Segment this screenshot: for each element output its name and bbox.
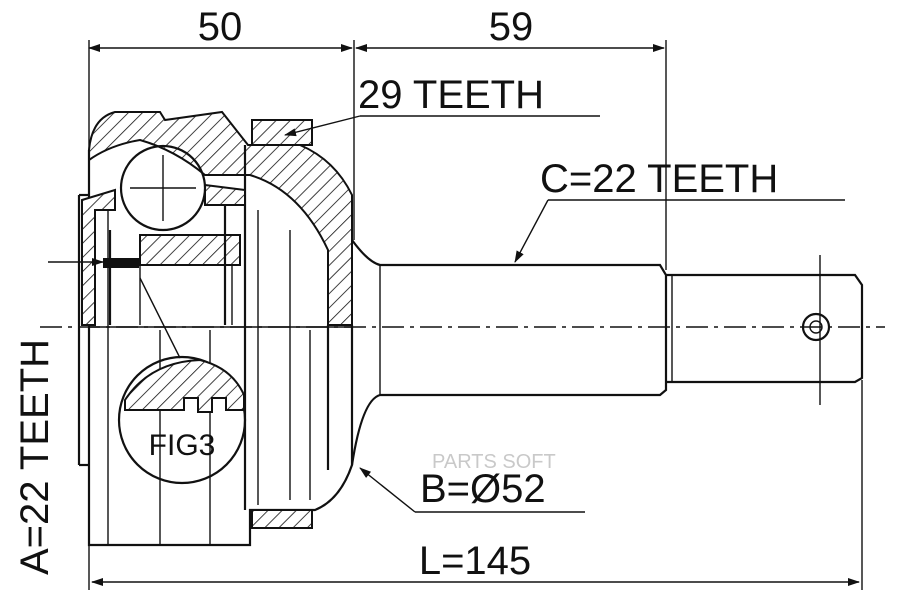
label-a-teeth: A=22 TEETH <box>13 258 104 575</box>
teeth-29-label: 29 TEETH <box>358 73 544 117</box>
spline-marker <box>103 258 139 268</box>
label-c-teeth: C=22 TEETH <box>514 157 845 263</box>
dimension-50-label: 50 <box>198 5 243 49</box>
teeth-c-label: C=22 TEETH <box>540 157 778 201</box>
diameter-b-label: B=Ø52 <box>420 467 546 511</box>
inner-race <box>81 144 246 326</box>
dimension-59-label: 59 <box>489 5 534 49</box>
total-length-label: L=145 <box>419 539 531 583</box>
fig3-detail: FIG3 <box>117 277 247 485</box>
teeth-a-label: A=22 TEETH <box>13 339 57 575</box>
outer-housing <box>77 110 354 547</box>
fig3-label: FIG3 <box>149 429 216 462</box>
shaft <box>350 239 864 466</box>
label-b-diameter: B=Ø52 <box>359 467 585 513</box>
watermark-text: PARTS SOFT <box>432 451 556 473</box>
label-29-teeth: 29 TEETH <box>284 73 600 137</box>
dimension-top-59: 59 <box>353 5 667 270</box>
shaft-end-hole <box>801 312 831 342</box>
ball-bearing <box>119 144 207 232</box>
dimension-bottom-total: L=145 <box>88 380 863 590</box>
